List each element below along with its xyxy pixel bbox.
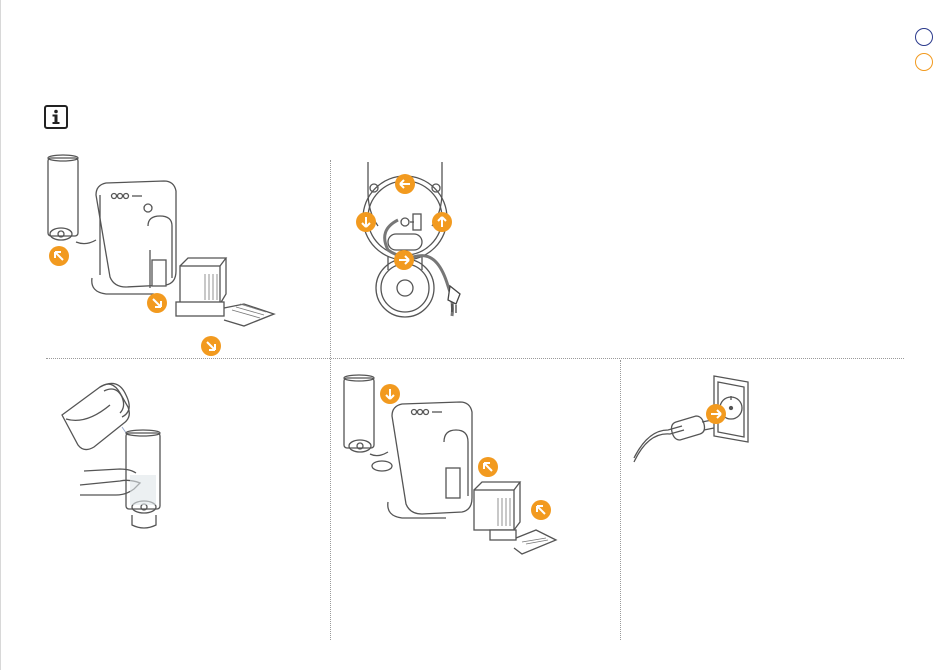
vertical-divider-1	[330, 160, 331, 640]
vertical-divider-2	[620, 360, 621, 640]
fill-water-tank-illustration	[60, 375, 180, 535]
machine-reassembly-illustration	[340, 372, 570, 562]
page-edge	[0, 0, 1, 670]
blue-circle-icon	[915, 28, 933, 46]
plug-into-socket-illustration	[630, 372, 760, 472]
orange-circle-icon	[915, 53, 933, 71]
cable-wrap-underside-illustration	[350, 160, 480, 330]
info-icon	[44, 105, 68, 134]
machine-disassembly-illustration	[40, 150, 280, 360]
